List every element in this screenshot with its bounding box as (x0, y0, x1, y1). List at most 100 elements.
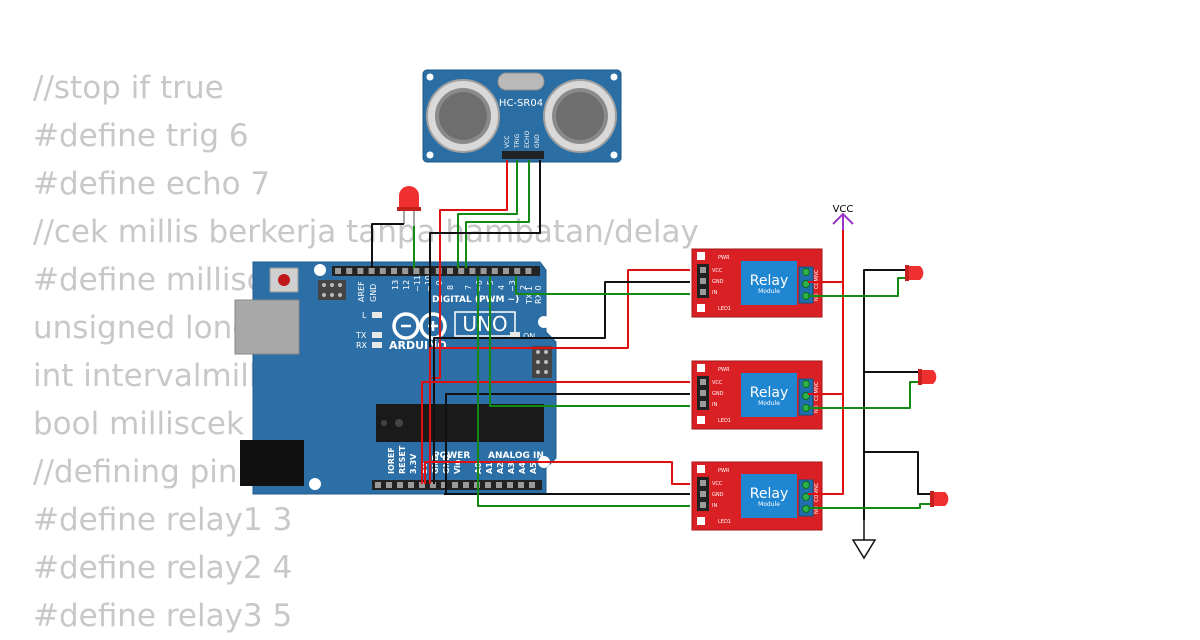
led-l-icon (372, 312, 382, 318)
led-on-icon (510, 332, 520, 338)
header-pin (402, 268, 409, 274)
relay-pin (700, 379, 706, 385)
arduino-uno-board[interactable]: AREF GND 13 12 ~11 ~10 ~9 8 7 ~6 ~5 4 ~3… (234, 261, 557, 495)
led1-icon (697, 416, 705, 424)
relay-pin (700, 267, 706, 273)
on-label: ON (523, 332, 535, 341)
arduino-brand: ARDUINO (389, 339, 447, 352)
pin-label: GND (431, 454, 440, 474)
relay-pin-label: IN (712, 503, 717, 509)
screw-icon (802, 493, 810, 501)
screw-icon (802, 481, 810, 489)
header-pin (491, 268, 498, 274)
digital-header-pins (335, 268, 532, 274)
mount-hole-icon (610, 151, 618, 159)
relay-body (741, 373, 797, 417)
reset-button[interactable] (269, 267, 299, 293)
header-pin (525, 268, 532, 274)
led1-icon (697, 304, 705, 312)
wire-sensor-trig (457, 160, 518, 268)
header-pin (480, 268, 487, 274)
mount-hole-icon (309, 478, 321, 490)
terminal-label: NC (814, 269, 820, 277)
header-pin (507, 482, 513, 488)
led1-label: LED1 (718, 519, 731, 525)
wire-relay3-vcc (424, 461, 690, 485)
transducer-right (543, 79, 617, 153)
pin-label: GND (369, 284, 378, 302)
terminal-label: COM (814, 277, 820, 289)
header-pin (335, 268, 341, 274)
icsp-header (532, 346, 552, 378)
header-pin (529, 482, 535, 488)
header-pin (463, 482, 469, 488)
relay-pin (700, 401, 706, 407)
terminal-label: COM (814, 389, 820, 401)
relay-pin (700, 491, 706, 497)
ultrasonic-sensor[interactable]: HC-SR04 VCC TRIG ECHO GND (422, 69, 622, 163)
header-pin (419, 482, 425, 488)
pin-label: TX 1 (525, 286, 534, 305)
sensor-pin-label: VCC (504, 136, 511, 148)
header-pin (435, 268, 442, 274)
screw-icon (802, 380, 810, 388)
code-line: #define echo 7 (33, 166, 271, 202)
header-pin (458, 268, 465, 274)
ground-symbol (851, 520, 877, 560)
wire-relay3-no (808, 503, 930, 509)
l-label: L (362, 311, 367, 320)
pin-label: AREF (357, 281, 366, 302)
pin-label: 13 (391, 280, 400, 290)
uno-label: UNO (462, 312, 507, 336)
relay-pin (700, 390, 706, 396)
header-pin (503, 268, 509, 274)
code-line: #define relay2 4 (33, 550, 293, 586)
led-output-2[interactable] (918, 369, 937, 385)
pwr-led-icon (697, 364, 705, 372)
mount-hole-icon (314, 264, 326, 276)
wire-relay2-no (808, 381, 918, 409)
screw-icon (802, 280, 810, 288)
pin-label: A3 (507, 462, 516, 474)
header-pin (375, 482, 381, 488)
pin-label: A1 (485, 462, 494, 474)
header-pin (518, 482, 524, 488)
code-line: #define trig 6 (33, 118, 249, 154)
led-output-3[interactable] (930, 491, 949, 507)
vcc-symbol: VCC (832, 204, 854, 230)
pin-label: Vin (453, 459, 462, 474)
pwr-label: PWR (718, 367, 730, 373)
power-analog-header-pins (375, 482, 535, 488)
wire-sensor-echo (465, 160, 530, 268)
relay-subtitle: Module (758, 288, 780, 295)
pin-label: 12 (402, 280, 411, 290)
header-pin (424, 268, 431, 274)
led-output-1[interactable] (905, 265, 924, 281)
led-arduino[interactable] (397, 186, 421, 226)
pin-label: A2 (496, 462, 505, 474)
terminal-label: NO (814, 506, 820, 514)
terminal-label: NO (814, 405, 820, 413)
header-pin (496, 482, 502, 488)
relay-pin (700, 278, 706, 284)
header-pin (452, 482, 458, 488)
wire-gnd-bus (863, 269, 905, 520)
terminal-label: NC (814, 381, 820, 389)
code-line: int intervalmilli (33, 358, 267, 394)
wire-relay1-in (515, 276, 690, 295)
power-jack (240, 440, 304, 486)
led1-icon (697, 517, 705, 525)
led1-label: LED1 (718, 306, 731, 312)
sensor-pin-label: GND (534, 134, 541, 148)
pin-label: ~10 (424, 275, 433, 292)
pwr-led-icon (697, 252, 705, 260)
relay-subtitle: Module (758, 501, 780, 508)
pin-label: 4 (497, 285, 506, 290)
wire-relay1-vcc (429, 269, 690, 484)
wire-sensor-vcc (432, 160, 508, 379)
header-pin (397, 482, 403, 488)
